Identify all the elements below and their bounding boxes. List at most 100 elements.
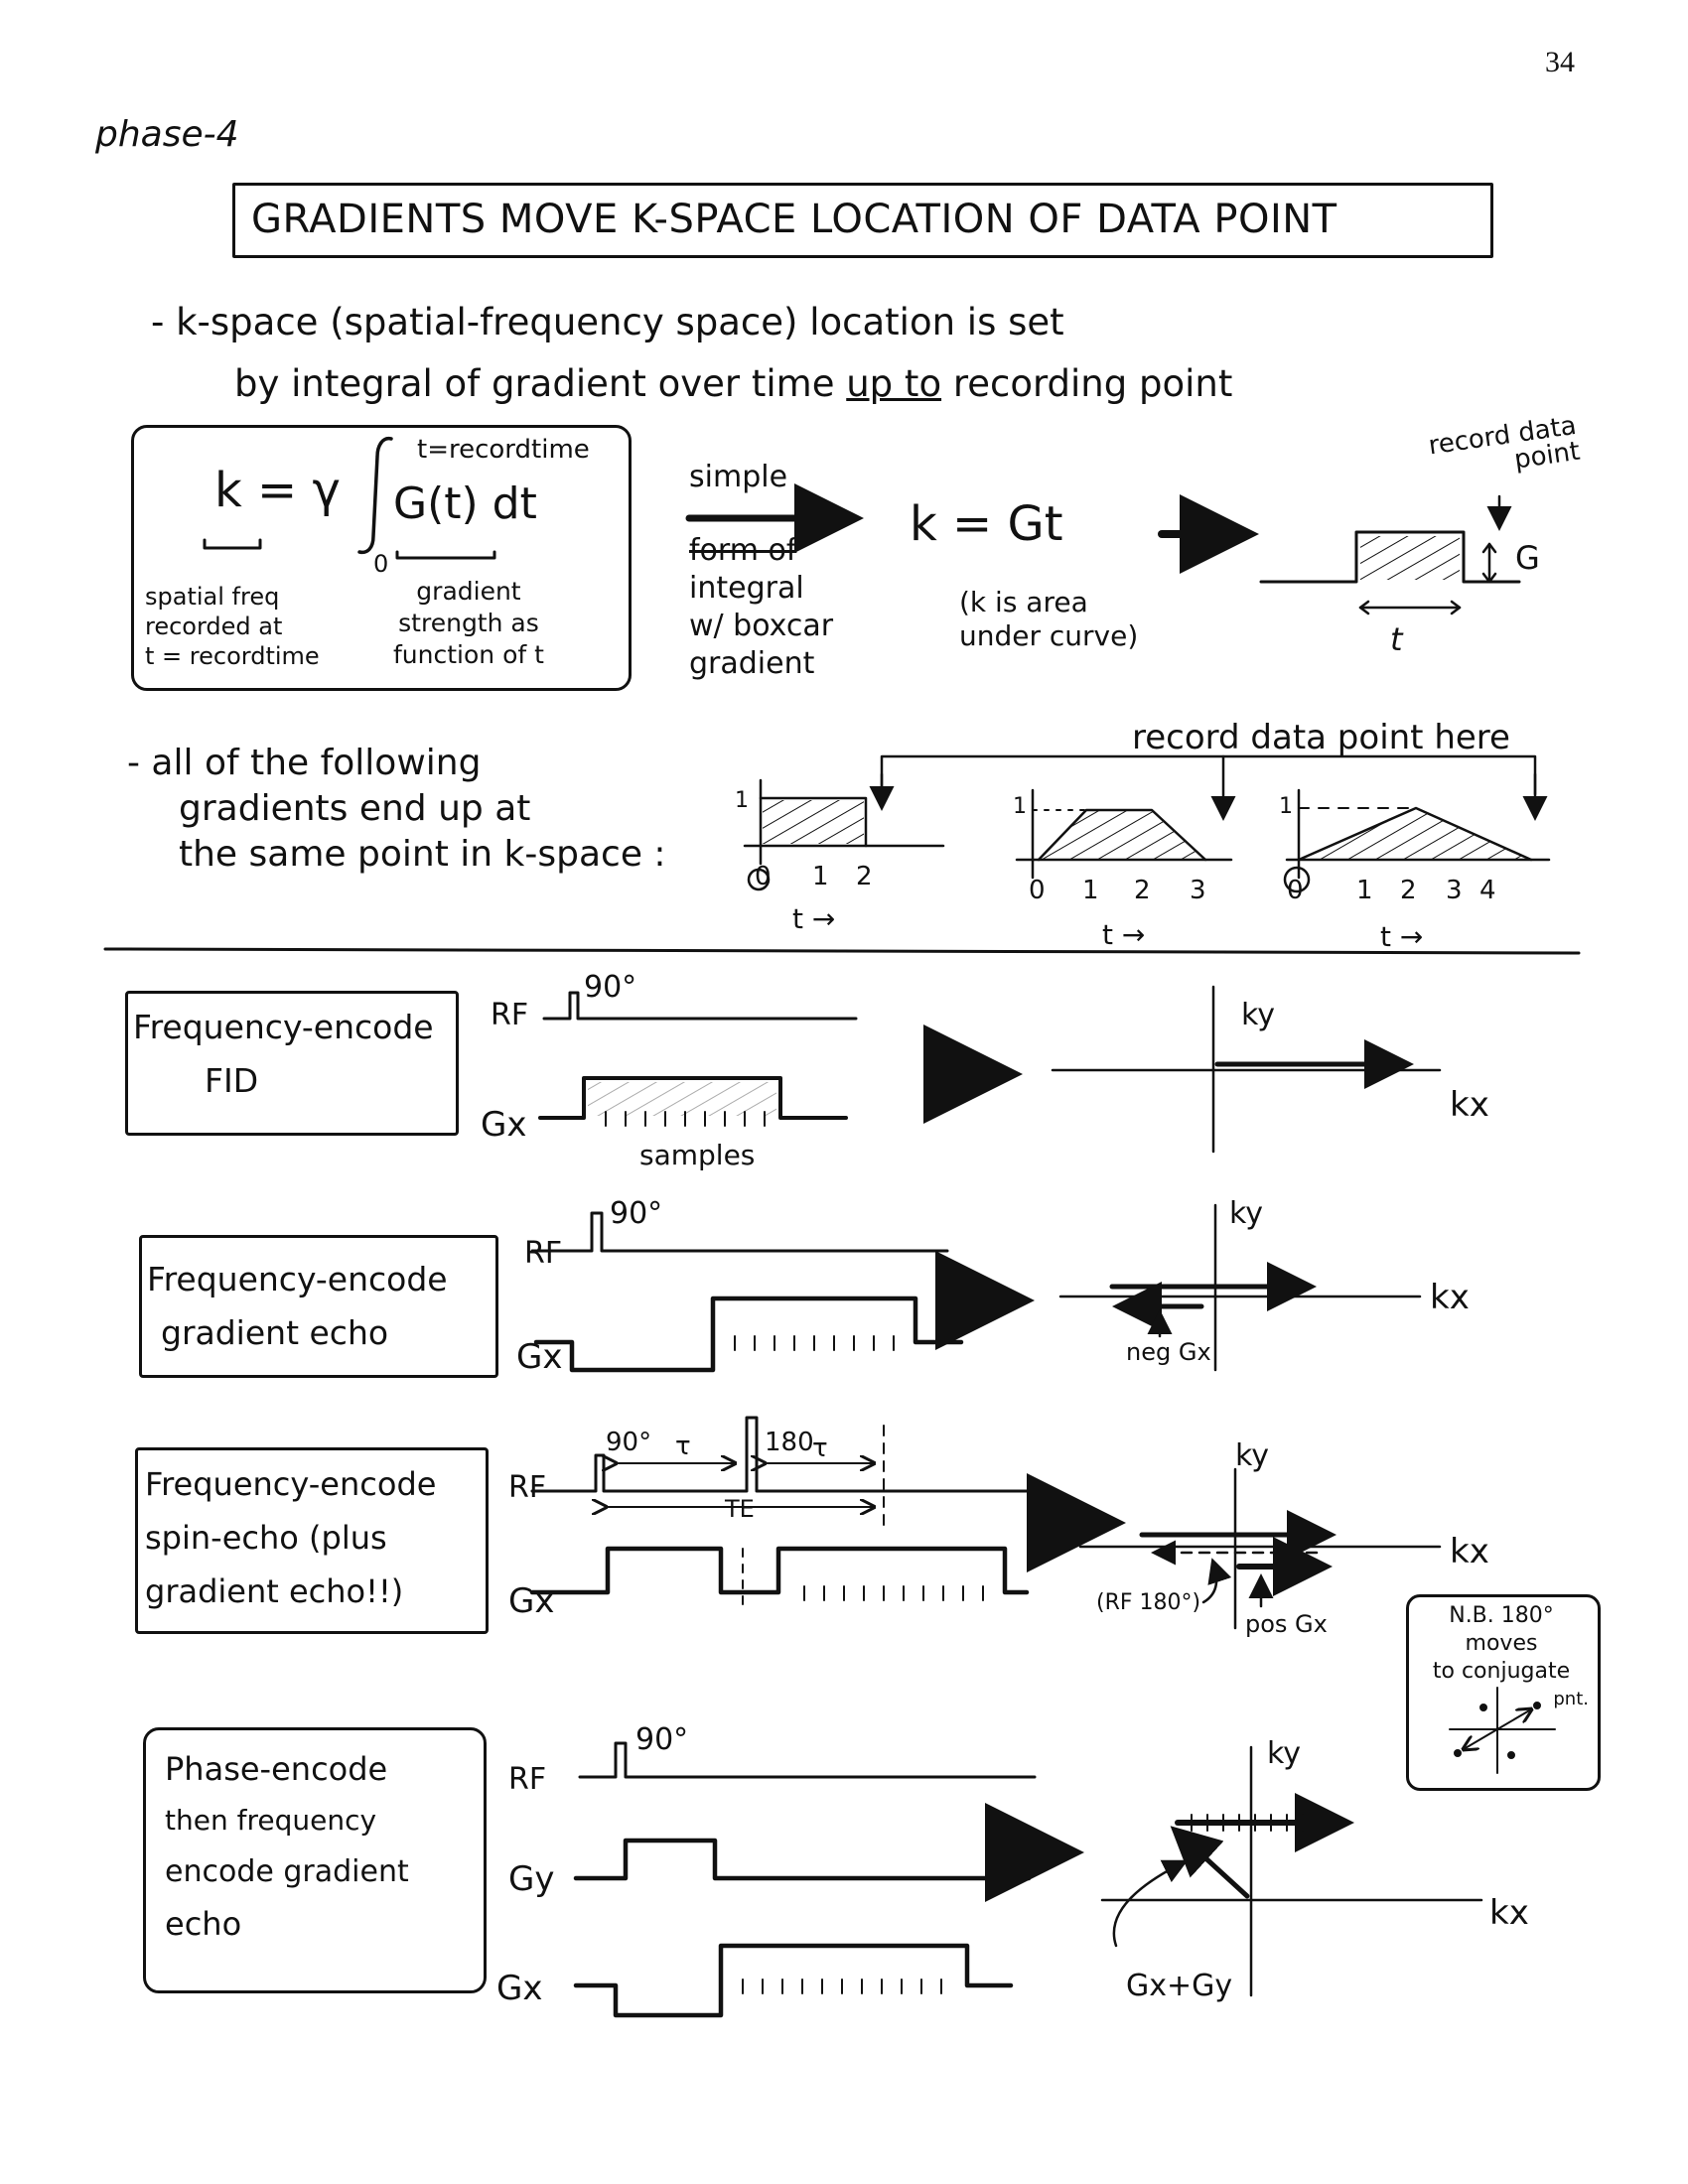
seq4-label-line: then frequency	[165, 1804, 377, 1837]
seq2-kx-label: kx	[1430, 1278, 1470, 1317]
seq1-label-line: FID	[205, 1061, 259, 1100]
seq3-ky-label: ky	[1235, 1438, 1270, 1473]
simple-form-description: form of integral w/ boxcar gradient	[689, 532, 833, 683]
simple-label: simple	[689, 460, 788, 494]
formula-lower-limit: 0	[373, 550, 389, 578]
g-underbrace	[395, 550, 496, 560]
nb-line: to conjugate	[1432, 1659, 1571, 1684]
seq1-gx-line	[538, 1076, 848, 1120]
seq2-gx-line	[533, 1296, 964, 1373]
seq3-label: Frequency-encode spin-echo (plus gradien…	[145, 1457, 436, 1618]
plot2-t-label: t →	[1102, 918, 1146, 951]
formula-integrand: G(t) dt	[393, 478, 537, 529]
seq4-rf-line	[578, 1741, 1037, 1779]
seq3-sample-ticks	[803, 1585, 984, 1601]
seq3-gx-line	[529, 1546, 1030, 1595]
plot1-gradient	[759, 796, 868, 848]
page-title: GRADIENTS MOVE K-SPACE LOCATION OF DATA …	[251, 197, 1337, 242]
seq3-label-line: Frequency-encode	[145, 1465, 437, 1503]
seq3-gx-label: Gx	[508, 1581, 555, 1621]
seq4-label-line: echo	[165, 1905, 242, 1943]
formula-box	[131, 425, 632, 691]
formula-g-description: gradient strength as function of t	[393, 576, 544, 671]
plot2-level: 1	[1013, 794, 1027, 819]
g-desc-line: function of t	[393, 640, 544, 669]
intro-line-1: - k-space (spatial-frequency space) loca…	[151, 301, 1064, 343]
plot2-tick: 1	[1082, 876, 1099, 905]
seq2-rf-line	[530, 1211, 949, 1253]
equiv-line: gradients end up at	[179, 788, 531, 829]
plot2-tick: 3	[1190, 876, 1206, 905]
simple-desc-line: integral	[689, 571, 804, 606]
intro-line-2-prefix: by integral of gradient over time	[234, 362, 847, 405]
equiv-line: - all of the following	[127, 743, 482, 783]
equivalence-text: - all of the following gradients end up …	[127, 741, 666, 878]
seq3-rf-line	[530, 1416, 1029, 1493]
simple-desc-line: form of	[689, 533, 797, 568]
area-note-line: under curve)	[959, 619, 1139, 652]
conjugate-sketch	[1449, 1687, 1556, 1774]
intro-line-2-suffix: recording point	[941, 362, 1233, 405]
seq1-sample-ticks	[605, 1111, 766, 1127]
record-here-label: record data point here	[1132, 718, 1510, 757]
seq3-label-box	[135, 1447, 489, 1634]
seq1-kx-label: kx	[1450, 1085, 1489, 1125]
seq4-label-line: Phase-encode	[165, 1750, 388, 1788]
seq3-pos-gx-note: pos Gx	[1245, 1610, 1328, 1638]
seq2-label: Frequency-encode gradient echo	[147, 1253, 448, 1360]
seq1-label: Frequency-encode FID	[133, 1001, 434, 1108]
equiv-line: the same point in k-space :	[179, 834, 666, 875]
plot1-tick: 1	[812, 862, 829, 891]
title-box: GRADIENTS MOVE K-SPACE LOCATION OF DATA …	[232, 183, 1493, 258]
k-desc-line: t = recordtime	[145, 642, 320, 670]
seq1-rf-line	[542, 991, 858, 1021]
seq4-gy-label: Gy	[508, 1859, 555, 1899]
seq2-gx-label: Gx	[516, 1337, 563, 1377]
seq1-label-box	[125, 991, 459, 1136]
boxcar-g-label: G	[1515, 539, 1540, 577]
seq4-gx-gy-note: Gx+Gy	[1126, 1969, 1233, 2003]
seq4-sample-ticks	[742, 1979, 942, 1994]
area-note: (k is area under curve)	[959, 586, 1138, 653]
formula-upper-limit: t=recordtime	[417, 435, 590, 465]
k-desc-line: spatial freq	[145, 583, 280, 611]
seq1-rf-label: RF	[491, 998, 529, 1032]
seq3-label-line: gradient echo!!)	[145, 1572, 404, 1610]
nb-text: N.B. 180° moves to conjugate pnt.	[1414, 1602, 1589, 1713]
seq3-rf-angle2: 180	[765, 1428, 814, 1457]
plot1-hatch	[763, 800, 864, 844]
seq1-label-line: Frequency-encode	[133, 1008, 434, 1046]
nb-line: N.B. 180° moves	[1449, 1603, 1554, 1656]
seq3-tau-1: τ	[675, 1432, 691, 1461]
seq1-ky-label: ky	[1241, 998, 1276, 1032]
boxcar-gradient	[1259, 530, 1521, 584]
area-note-line: (k is area	[959, 586, 1088, 618]
simple-desc-line: w/ boxcar	[689, 609, 834, 643]
seq4-rf-label: RF	[508, 1762, 547, 1797]
formula-k-description: spatial freq recorded at t = recordtime	[145, 582, 320, 671]
seq4-gx-line	[573, 1943, 1014, 2018]
section-divider	[103, 947, 1581, 955]
seq3-label-line: spin-echo (plus	[145, 1519, 387, 1557]
boxcar-t-label: t	[1390, 620, 1403, 658]
plot3-tick: 4	[1479, 876, 1496, 905]
seq2-label-line: gradient echo	[161, 1313, 389, 1352]
boxcar-hatch	[1360, 536, 1460, 580]
record-here-bracket	[880, 754, 1537, 806]
g-desc-line: gradient	[416, 577, 521, 606]
seq1-rf-angle: 90°	[584, 970, 637, 1005]
seq1-samples-label: samples	[639, 1139, 756, 1171]
plot3-tick: 2	[1400, 876, 1417, 905]
seq4-ky-label: ky	[1267, 1736, 1302, 1771]
simple-desc-line: gradient	[689, 646, 815, 681]
k-underbrace	[203, 538, 262, 550]
seq2-rf-angle: 90°	[610, 1196, 663, 1231]
seq4-rf-angle: 90°	[635, 1722, 689, 1757]
intro-line-2: by integral of gradient over time up to …	[234, 365, 1232, 402]
seq2-label-box	[139, 1235, 498, 1378]
seq2-rf-label: RF	[524, 1236, 563, 1271]
intro-underlined: up to	[846, 362, 942, 405]
seq4-k-ticks	[1191, 1814, 1304, 1832]
plot1-tick: 2	[856, 862, 873, 891]
seq1-gx-label: Gx	[481, 1105, 527, 1145]
